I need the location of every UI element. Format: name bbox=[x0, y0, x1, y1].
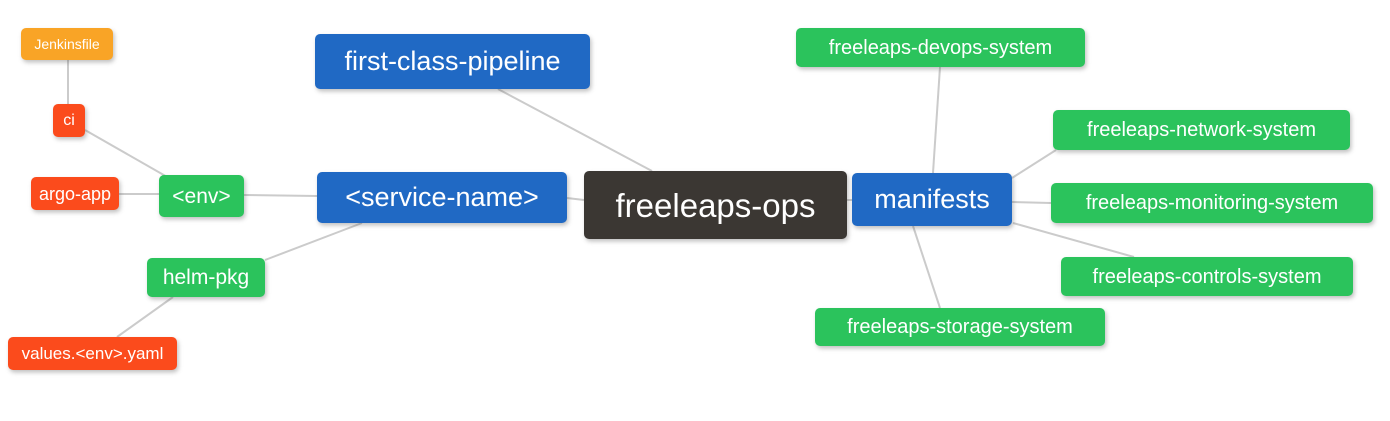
edge-manifests-freeleaps-devops-system bbox=[932, 66, 941, 174]
node-helm-pkg[interactable]: helm-pkg bbox=[147, 258, 265, 297]
node-first-class-pipeline[interactable]: first-class-pipeline bbox=[315, 34, 590, 89]
node-values-env-yaml[interactable]: values.<env>.yaml bbox=[8, 337, 177, 370]
edge-manifests-freeleaps-storage-system bbox=[912, 225, 941, 309]
edge-service-name-freeleaps-ops bbox=[566, 197, 585, 201]
edge-manifests-freeleaps-controls-system bbox=[1012, 222, 1135, 258]
edge-values-env-yaml-helm-pkg bbox=[116, 296, 174, 338]
node-jenkinsfile[interactable]: Jenkinsfile bbox=[21, 28, 113, 60]
node-freeleaps-ops[interactable]: freeleaps-ops bbox=[584, 171, 847, 239]
node-service-name[interactable]: <service-name> bbox=[317, 172, 567, 223]
edge-first-class-pipeline-freeleaps-ops bbox=[497, 88, 653, 172]
node-manifests[interactable]: manifests bbox=[852, 173, 1012, 226]
node-argo-app[interactable]: argo-app bbox=[31, 177, 119, 210]
edge-manifests-freeleaps-monitoring-system bbox=[1011, 201, 1052, 204]
node-freeleaps-storage-system[interactable]: freeleaps-storage-system bbox=[815, 308, 1105, 346]
node-freeleaps-network-system[interactable]: freeleaps-network-system bbox=[1053, 110, 1350, 150]
node-freeleaps-monitoring-system[interactable]: freeleaps-monitoring-system bbox=[1051, 183, 1373, 223]
node-ci[interactable]: ci bbox=[53, 104, 85, 137]
edge-helm-pkg-service-name bbox=[264, 222, 363, 261]
edge-manifests-freeleaps-network-system bbox=[1011, 149, 1057, 179]
node-env[interactable]: <env> bbox=[159, 175, 244, 217]
node-freeleaps-controls-system[interactable]: freeleaps-controls-system bbox=[1061, 257, 1353, 296]
edge-ci-env bbox=[84, 129, 170, 179]
node-freeleaps-devops-system[interactable]: freeleaps-devops-system bbox=[796, 28, 1085, 67]
edge-env-service-name bbox=[243, 194, 318, 197]
